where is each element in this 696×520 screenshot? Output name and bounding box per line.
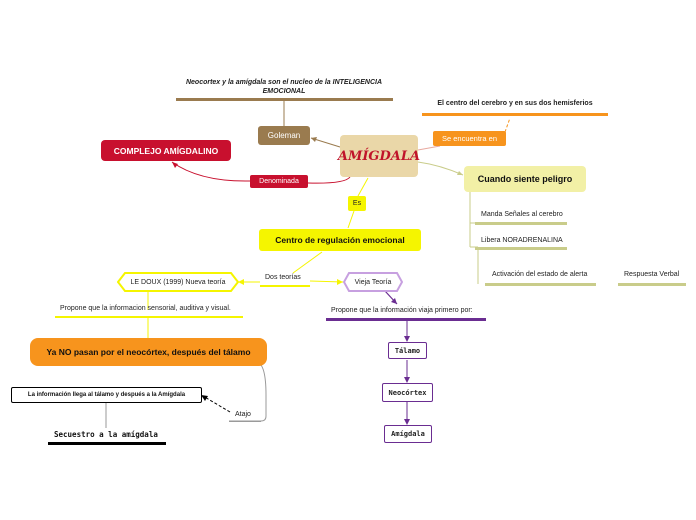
neocortex-title-underline (176, 98, 393, 101)
dos-teorias-underline (260, 285, 310, 287)
info-llega-label: La información llega al tálamo y después… (27, 392, 186, 398)
activacion-alerta-text: Activación del estado de alerta (492, 271, 588, 278)
centro-regulacion-label: Centro de regulación emocional (275, 235, 405, 245)
ledoux-node[interactable]: LE DOUX (1999) Nueva teoría (117, 272, 239, 292)
es-node[interactable]: Es (348, 196, 366, 211)
ledoux-node-shape (117, 272, 239, 292)
central-label: AMÍGDALA (337, 148, 421, 164)
goleman-node[interactable]: Goleman (258, 126, 310, 145)
propone-vieja-underline (326, 318, 486, 321)
vieja-label: Vieja Teoría (354, 278, 392, 286)
denominada-node[interactable]: Denominada (250, 175, 308, 188)
propone-sensorial-text: Propone que la informacion sensorial, au… (60, 305, 231, 312)
dos-teorias-text: Dos teorías (265, 274, 301, 281)
complejo-amigdalino-node[interactable]: COMPLEJO AMÍGDALINO (101, 140, 231, 161)
ya-no-pasan-node[interactable]: Ya NO pasan por el neocórtex, después de… (30, 338, 267, 366)
centro-regulacion-node[interactable]: Centro de regulación emocional (259, 229, 421, 251)
complejo-label: COMPLEJO AMÍGDALINO (113, 145, 219, 156)
cuando-siente-peligro-node[interactable]: Cuando siente peligro (464, 166, 586, 192)
es-label: Es (352, 200, 362, 207)
atajo-text: Atajo (235, 411, 251, 418)
se-encuentra-node[interactable]: Se encuentra en (433, 131, 506, 146)
manda-underline (475, 222, 567, 225)
se-encuentra-label: Se encuentra en (441, 134, 498, 143)
neocortex-label: Neocórtex (388, 388, 427, 397)
vieja-teoria-shape (343, 272, 403, 292)
talamo-label: Tálamo (394, 346, 421, 355)
ya-no-label: Ya NO pasan por el neocórtex, después de… (46, 347, 251, 357)
neocortex-title-text: Neocortex y la amígdala son el nucleo de… (185, 79, 383, 95)
info-llega-node[interactable]: La información llega al tálamo y después… (11, 387, 202, 403)
manda-senales-text: Manda Señales al cerebro (481, 211, 563, 218)
goleman-label: Goleman (267, 131, 301, 140)
centro-cerebro-text: El centro del cerebro y en sus dos hemis… (437, 99, 593, 107)
respuesta-underline (618, 283, 686, 286)
libera-underline (475, 247, 567, 250)
atajo-underline (229, 421, 261, 422)
secuestro-underline (48, 442, 166, 445)
neocortex-node[interactable]: Neocórtex (382, 383, 433, 402)
propone-sensorial-underline (55, 316, 243, 318)
vieja-teoria-node[interactable]: Vieja Teoría (343, 272, 403, 292)
amigdala-label: Amígdala (391, 430, 425, 438)
libera-noradrenalina-text: Libera NORADRENALINA (481, 237, 563, 244)
talamo-node[interactable]: Tálamo (388, 342, 427, 359)
respuesta-verbal-text: Respuesta Verbal (624, 271, 680, 278)
activacion-underline (485, 283, 596, 286)
centro-cerebro-underline (422, 113, 608, 116)
secuestro-text: Secuestro a la amígdala (54, 430, 158, 439)
cuando-label: Cuando siente peligro (477, 174, 573, 184)
central-node-amigdala[interactable]: AMÍGDALA (337, 135, 421, 177)
ledoux-label: LE DOUX (1999) Nueva teoría (130, 278, 226, 286)
propone-vieja-text: Propone que la información viaja primero… (331, 307, 473, 314)
denominada-label: Denominada (259, 178, 299, 185)
amigdala-node[interactable]: Amígdala (384, 425, 432, 443)
